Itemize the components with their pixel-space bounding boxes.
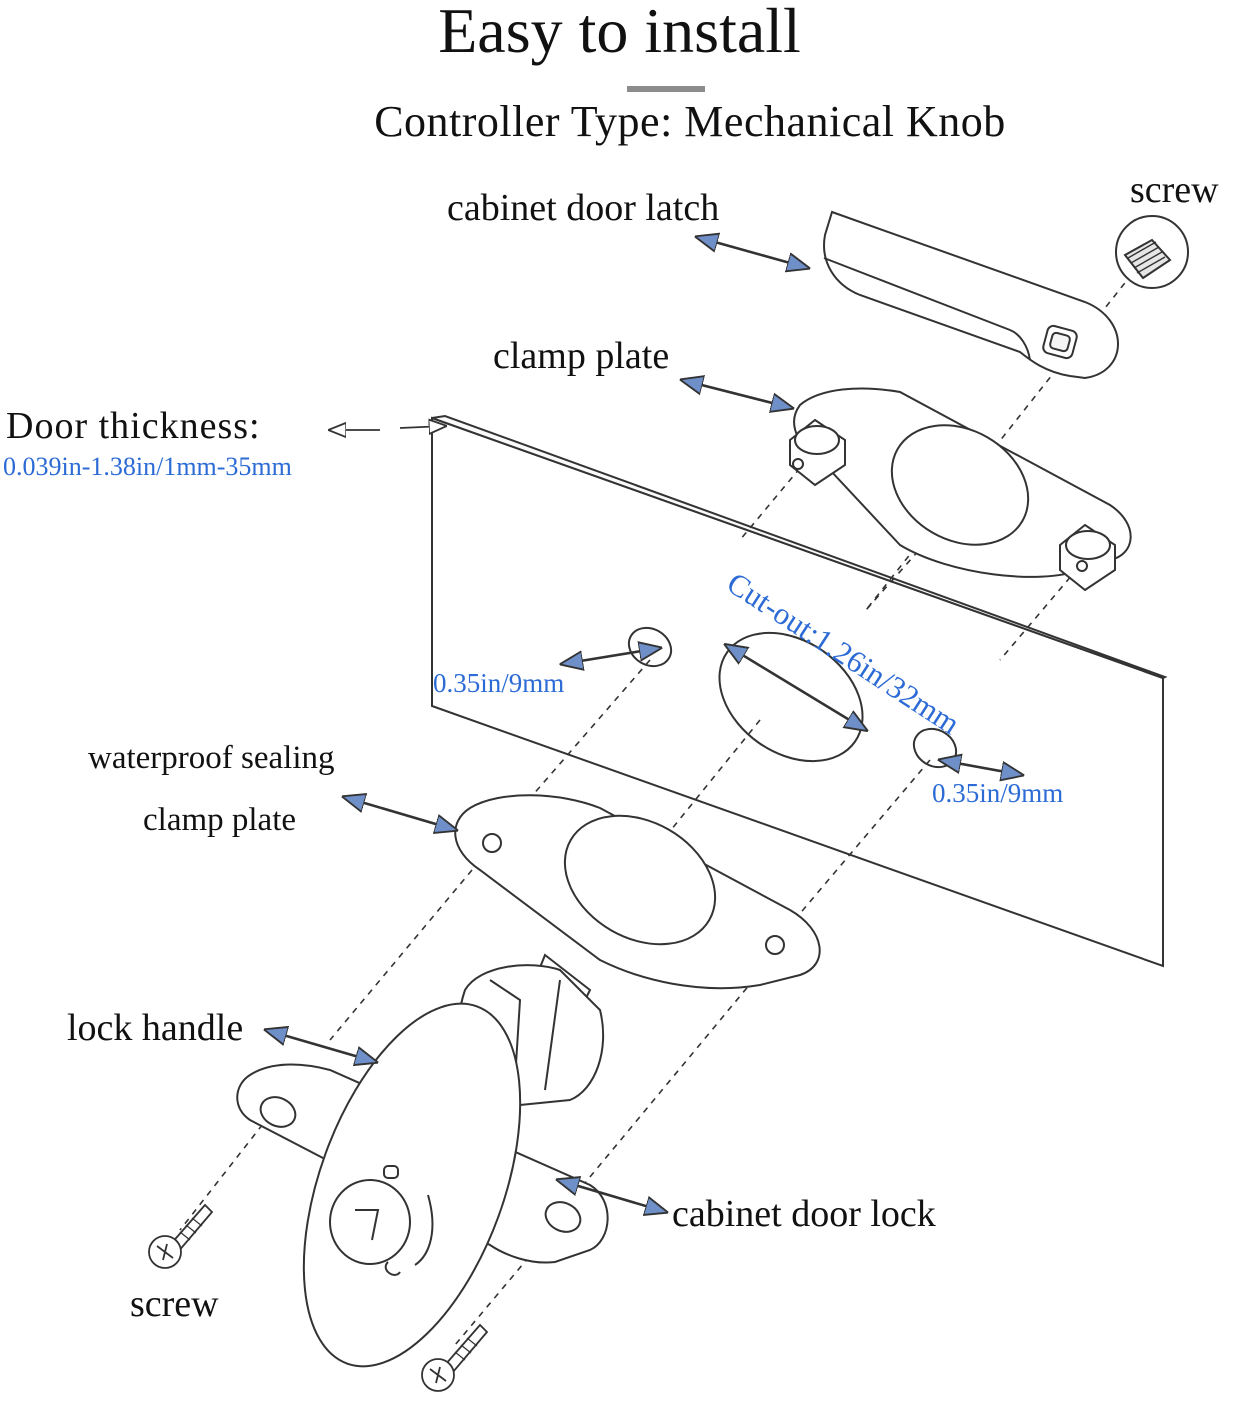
label-door-thickness-value: 0.039in-1.38in/1mm-35mm [3,452,292,481]
arrow-thickness-right [399,426,445,428]
page-title: Easy to install [438,0,801,66]
latch-part [823,210,1119,380]
arrow-lock-handle [266,1030,376,1062]
label-clamp-plate: clamp plate [493,335,670,377]
title-divider [627,86,705,92]
label-cabinet-door-latch: cabinet door latch [447,187,720,229]
arrow-waterproof [344,797,456,830]
label-cabinet-door-lock: cabinet door lock [672,1193,936,1235]
top-screw [1115,215,1189,289]
page-subtitle: Controller Type: Mechanical Knob [374,97,1006,146]
label-hole-left: 0.35in/9mm [433,668,565,698]
label-waterproof-line2: clamp plate [143,802,297,838]
arrow-hole-left [562,648,660,664]
arrow-door-lock [558,1180,666,1212]
label-screw-bottom: screw [130,1283,219,1325]
arrow-latch [697,237,808,268]
arrow-hole-right [940,760,1022,775]
label-lock-handle: lock handle [67,1007,244,1049]
arrow-clamp-top [682,380,792,408]
bottom-screw-right [421,1323,489,1392]
bottom-screw-left [148,1203,214,1269]
callout-arrows [266,237,1022,1212]
label-hole-right: 0.35in/9mm [932,778,1064,808]
clamp-plate-top [789,387,1132,592]
lock-handle [302,1002,522,1368]
arrow-cutout [726,645,866,730]
label-door-thickness: Door thickness: [6,405,261,447]
label-waterproof-line1: waterproof sealing [88,740,335,776]
waterproof-sealing-plate [454,794,821,990]
label-screw-top: screw [1130,169,1219,211]
